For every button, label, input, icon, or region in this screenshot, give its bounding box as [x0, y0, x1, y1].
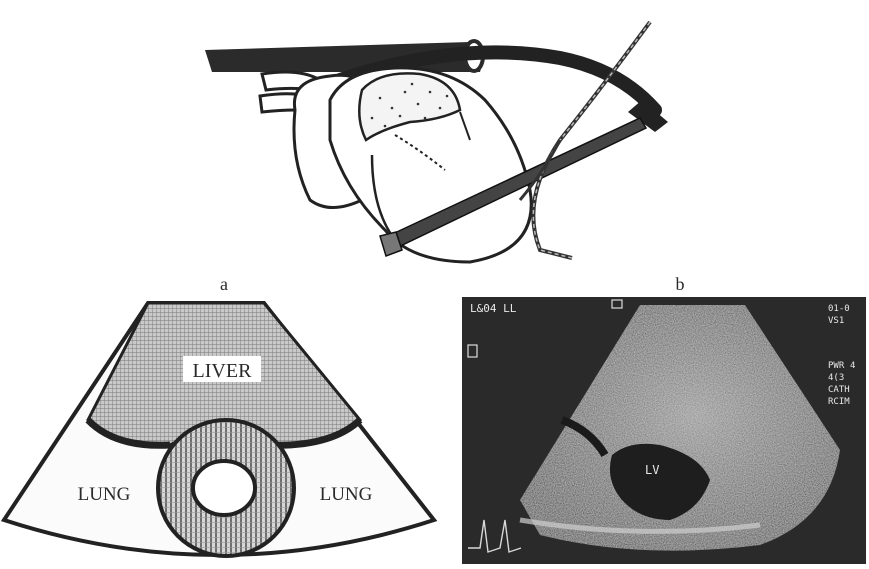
panel-label-b: b	[676, 274, 685, 294]
lung-left-label: LUNG	[78, 484, 131, 505]
lv-cavity	[193, 461, 255, 515]
us-header-text: L&04 LL	[470, 302, 517, 315]
liver-label: LIVER	[193, 360, 253, 382]
readout-line-4: 4	[850, 361, 855, 371]
heart-probe-illustration	[205, 22, 668, 262]
panel-label-a: a	[220, 274, 228, 294]
lv-label: LV	[645, 463, 659, 477]
readout-line-3: PWR	[828, 361, 845, 371]
readout-line-7: RCIM	[828, 397, 850, 407]
readout-line-2: VS1	[828, 316, 844, 326]
readout-line-6: CATH	[828, 385, 850, 395]
ultrasound-schematic: LIVER LUNG LUNG	[4, 303, 434, 556]
ultrasound-image: L&04 LL LV 01-0 VS1 PWR 4 4(3 CATH RCIM	[462, 297, 866, 564]
readout-line-5: 4(3	[828, 373, 844, 383]
readout-line-1: 01-0	[828, 304, 850, 314]
lung-right-label: LUNG	[320, 484, 373, 505]
